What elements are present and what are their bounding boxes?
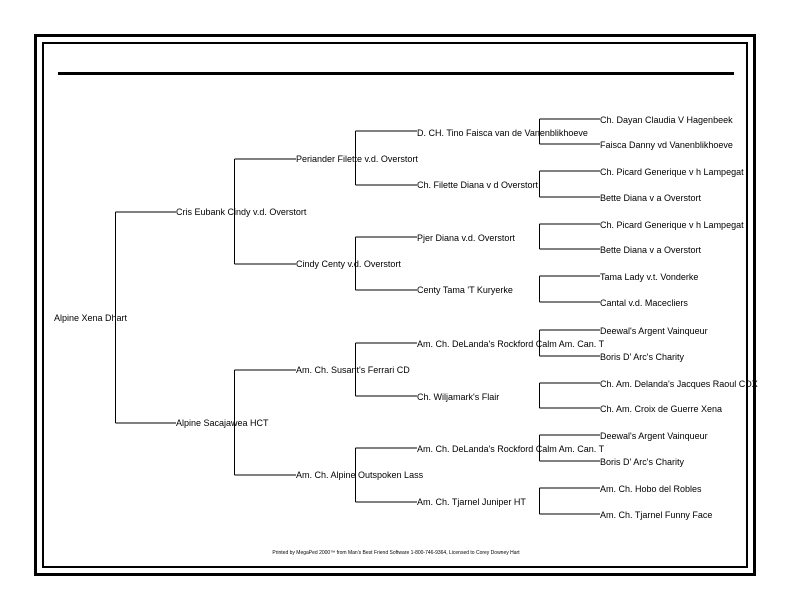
great-great-grandparent: Bette Diana v a Overstort <box>600 245 702 255</box>
great-great-grandparent: Ch. Dayan Claudia V Hagenbeek <box>600 115 733 125</box>
great-grandparent: Am. Ch. DeLanda's Rockford Calm Am. Can.… <box>417 339 605 349</box>
great-grandparent: D. CH. Tino Faisca van de Vanenblikhoeve <box>417 128 588 138</box>
great-great-grandparent: Ch. Am. Croix de Guerre Xena <box>600 404 723 414</box>
inner-border <box>42 42 748 568</box>
great-great-grandparent: Boris D' Arc's Charity <box>600 457 684 467</box>
great-great-grandparent: Am. Ch. Tjarnel Funny Face <box>600 510 713 520</box>
great-grandparent: Centy Tama 'T Kuryerke <box>417 285 513 295</box>
grandparent-dam-dam: Am. Ch. Alpine Outspoken Lass <box>296 470 424 480</box>
great-great-grandparent: Bette Diana v a Overstort <box>600 193 702 203</box>
title-rule <box>58 72 734 75</box>
outer-border <box>34 34 756 576</box>
great-grandparent: Am. Ch. Tjarnel Juniper HT <box>417 497 526 507</box>
great-great-grandparent: Ch. Picard Generique v h Lampegat <box>600 167 744 177</box>
great-great-grandparent: Deewal's Argent Vainqueur <box>600 326 708 336</box>
great-great-grandparent: Am. Ch. Hobo del Robles <box>600 484 702 494</box>
great-grandparent: Ch. Wiljamark's Flair <box>417 392 500 402</box>
grandparent-sire-dam: Cindy Centy v.d. Overstort <box>296 259 401 269</box>
grandparent-sire-sire: Periander Filette v.d. Overstort <box>296 154 418 164</box>
great-grandparent: Am. Ch. DeLanda's Rockford Calm Am. Can.… <box>417 444 605 454</box>
sire-name: Cris Eubank Cindy v.d. Overstort <box>176 207 307 217</box>
great-great-grandparent: Boris D' Arc's Charity <box>600 352 684 362</box>
great-great-grandparent: Faisca Danny vd Vanenblikhoeve <box>600 140 733 150</box>
great-grandparent: Ch. Filette Diana v d Overstort <box>417 180 539 190</box>
great-great-grandparent: Ch. Picard Generique v h Lampegat <box>600 220 744 230</box>
great-grandparent: Pjer Diana v.d. Overstort <box>417 233 515 243</box>
great-great-grandparent: Cantal v.d. Macecliers <box>600 298 688 308</box>
grandparent-dam-sire: Am. Ch. Susant's Ferrari CD <box>296 365 410 375</box>
great-great-grandparent: Deewal's Argent Vainqueur <box>600 431 708 441</box>
great-great-grandparent: Ch. Am. Delanda's Jacques Raoul CDX <box>600 379 758 389</box>
subject-name: Alpine Xena Dhart <box>54 313 128 323</box>
dam-name: Alpine Sacajawea HCT <box>176 418 269 428</box>
footer-credit: Printed by MegaPed 2000™ from Man's Best… <box>272 550 520 556</box>
great-great-grandparent: Tama Lady v.t. Vonderke <box>600 272 699 282</box>
